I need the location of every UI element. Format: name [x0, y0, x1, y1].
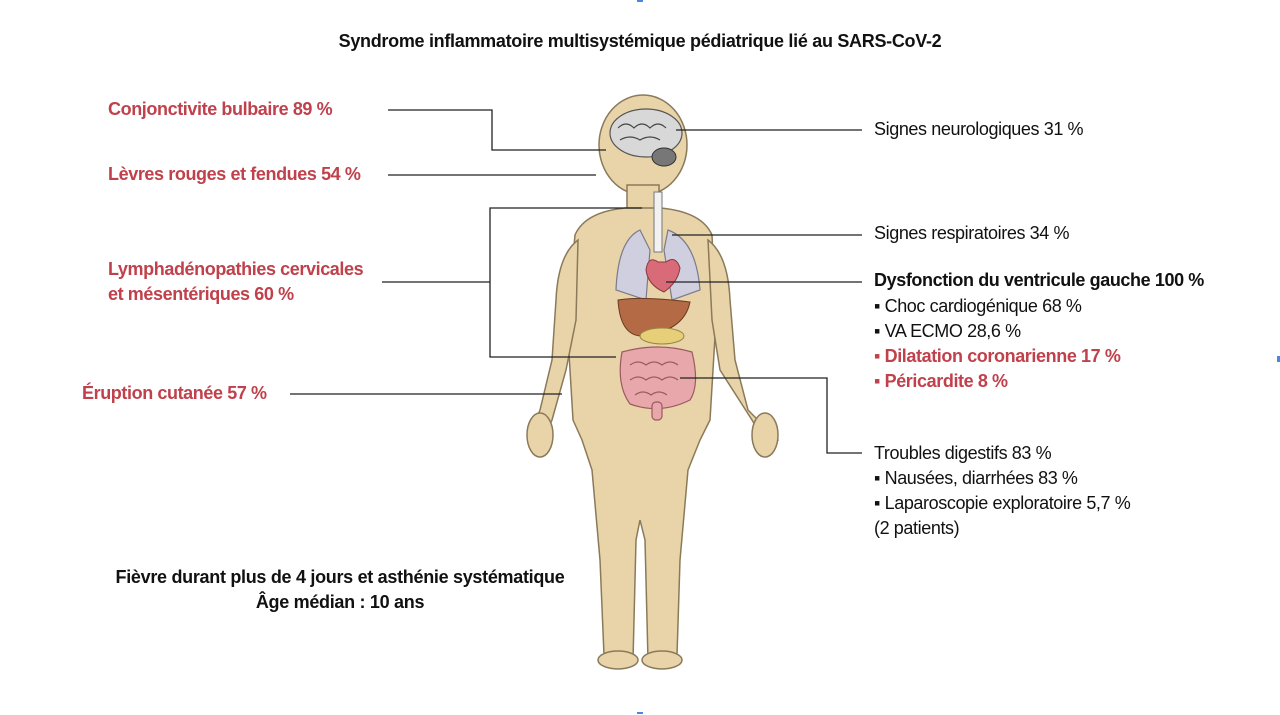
liver-icon [617, 297, 691, 337]
slide-right-handle[interactable] [1277, 356, 1280, 362]
label-cardio-item: Péricardite 8 % [874, 369, 1008, 394]
label-levres: Lèvres rouges et fendues 54 % [108, 164, 361, 184]
slide-bottom-handle[interactable] [637, 712, 643, 714]
connector-lines [290, 109, 862, 454]
footer-line2: Âge médian : 10 ans [255, 592, 425, 612]
label-digestif-title: Troubles digestifs 83 % [874, 443, 1052, 463]
label-cardio-title: Dysfonction du ventricule gauche 100 % [874, 270, 1204, 290]
label-lymph-line2: et mésentériques 60 % [108, 284, 294, 304]
pancreas-icon [639, 327, 685, 345]
line-lymph-bracket [489, 207, 642, 358]
label-neuro: Signes neurologiques 31 % [874, 119, 1084, 139]
footer-summary: Fièvre durant plus de 4 jours et asthéni… [100, 565, 580, 615]
label-lymph-line1: Lymphadénopathies cervicales [108, 259, 364, 279]
label-conjonctivite: Conjonctivite bulbaire 89 % [108, 99, 333, 119]
slide-top-handle[interactable] [637, 0, 643, 2]
label-digestif-note: (2 patients) [874, 518, 960, 538]
label-cardio-item: VA ECMO 28,6 % [874, 319, 1022, 344]
heart-icon [645, 259, 681, 293]
brain-icon [609, 108, 683, 167]
label-cardio-item: Dilatation coronarienne 17 % [874, 344, 1121, 369]
label-digestif-item: Nausées, diarrhées 83 % [874, 466, 1078, 491]
footer-line1: Fièvre durant plus de 4 jours et asthéni… [115, 567, 565, 587]
intestines-icon [619, 346, 697, 421]
label-respi: Signes respiratoires 34 % [874, 223, 1070, 243]
label-cardio-item: Choc cardiogénique 68 % [874, 294, 1082, 319]
diagram-title: Syndrome inflammatoire multisystémique p… [338, 31, 942, 51]
line-digestif [680, 377, 862, 454]
trachea-icon [653, 191, 663, 253]
label-eruption: Éruption cutanée 57 % [82, 383, 267, 403]
label-digestif-item: Laparoscopie exploratoire 5,7 % [874, 491, 1131, 516]
line-conjonctivite [388, 109, 606, 151]
